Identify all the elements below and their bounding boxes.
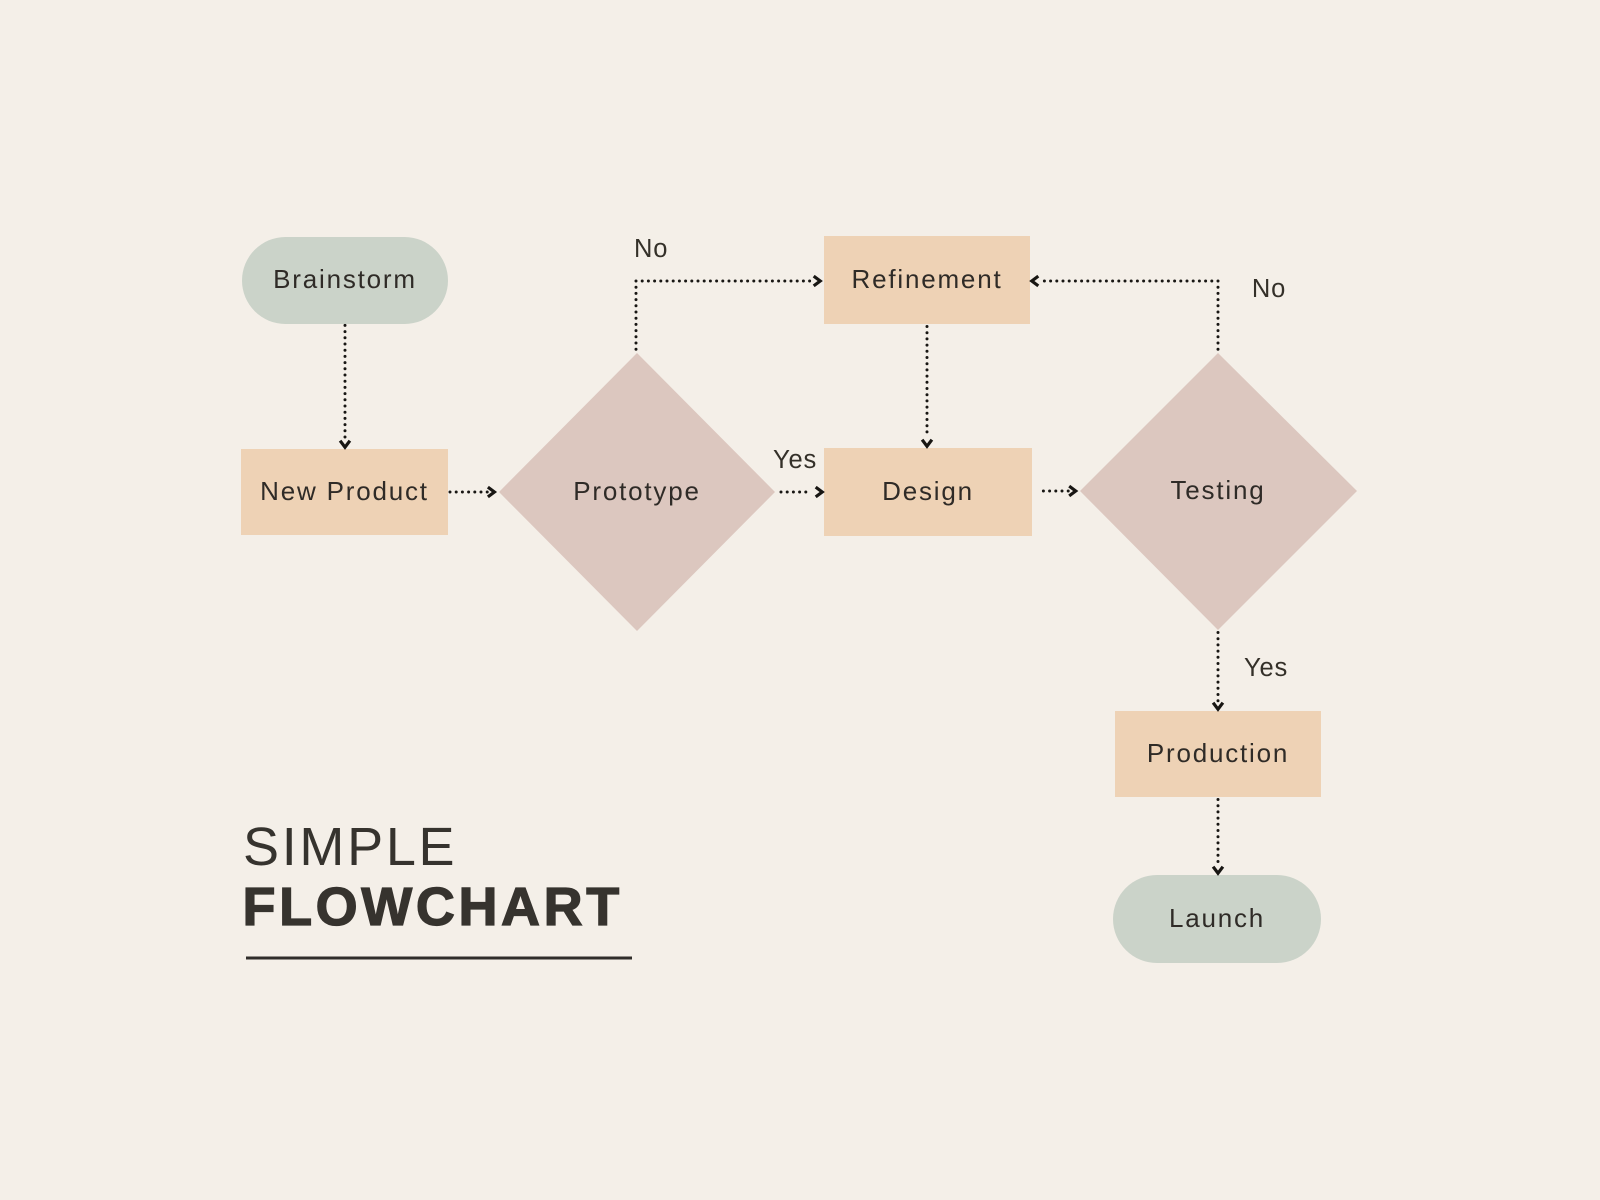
svg-text:Design: Design	[882, 476, 974, 506]
svg-text:New Product: New Product	[260, 476, 429, 506]
svg-text:FLOWCHART: FLOWCHART	[243, 877, 623, 937]
svg-text:Testing: Testing	[1171, 475, 1266, 505]
svg-text:No: No	[1252, 275, 1286, 303]
svg-text:Prototype: Prototype	[573, 476, 701, 506]
svg-text:Production: Production	[1147, 738, 1289, 768]
svg-text:Yes: Yes	[1244, 654, 1288, 682]
svg-text:No: No	[634, 235, 668, 263]
svg-text:SIMPLE: SIMPLE	[243, 817, 457, 877]
svg-text:Refinement: Refinement	[852, 264, 1003, 294]
svg-text:Launch: Launch	[1169, 903, 1265, 933]
svg-text:Yes: Yes	[773, 446, 817, 474]
svg-text:Brainstorm: Brainstorm	[273, 264, 417, 294]
